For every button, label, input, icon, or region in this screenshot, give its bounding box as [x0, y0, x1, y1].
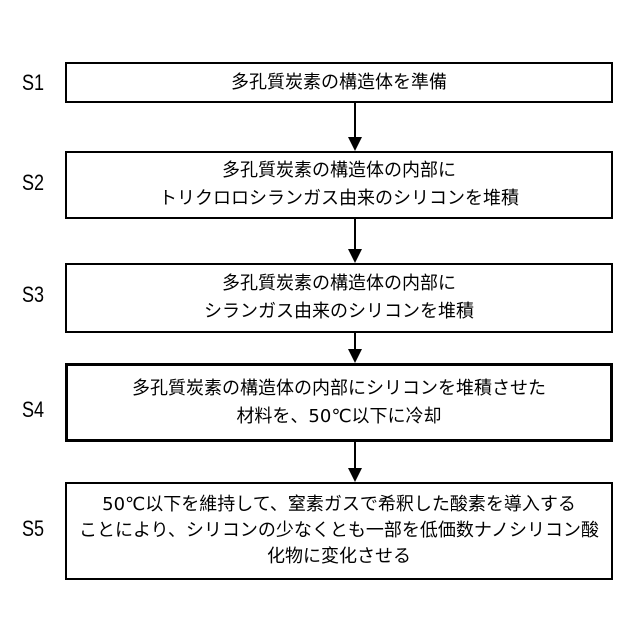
step-s3-line-1: 多孔質炭素の構造体の内部に — [222, 270, 456, 298]
step-label-s4: S4 — [22, 399, 44, 421]
step-s4-line-2: 材料を、50℃以下に冷却 — [236, 403, 441, 431]
step-box-s5: 50℃以下を維持して、窒素ガスで希釈した酸素を導入する ことにより、シリコンの少… — [65, 482, 613, 580]
step-label-s2: S2 — [22, 172, 44, 194]
step-s3-line-2: シランガス由来のシリコンを堆積 — [204, 298, 474, 326]
arrow-down-icon — [345, 333, 365, 363]
step-s5-line-2: ことにより、シリコンの少なくとも一部を低価数ナノシリコン酸 — [79, 518, 599, 544]
step-s5-line-1: 50℃以下を維持して、窒素ガスで希釈した酸素を導入する — [102, 492, 576, 518]
step-label-s1: S1 — [22, 72, 44, 94]
step-s4-line-1: 多孔質炭素の構造体の内部にシリコンを堆積させた — [132, 375, 546, 403]
step-s2-line-1: 多孔質炭素の構造体の内部に — [222, 157, 456, 185]
arrow-down-icon — [345, 103, 365, 151]
step-s1-line-1: 多孔質炭素の構造体を準備 — [231, 69, 447, 97]
step-box-s1: 多孔質炭素の構造体を準備 — [65, 62, 613, 103]
step-s2-line-2: トリクロロシランガス由来のシリコンを堆積 — [159, 185, 519, 213]
step-box-s4: 多孔質炭素の構造体の内部にシリコンを堆積させた 材料を、50℃以下に冷却 — [65, 363, 613, 442]
step-label-s5: S5 — [22, 518, 44, 540]
step-label-s3: S3 — [22, 284, 44, 306]
step-s5-line-3: 化物に変化させる — [267, 544, 411, 570]
arrow-down-icon — [345, 442, 365, 482]
arrow-down-icon — [345, 219, 365, 263]
step-box-s2: 多孔質炭素の構造体の内部に トリクロロシランガス由来のシリコンを堆積 — [65, 151, 613, 219]
step-box-s3: 多孔質炭素の構造体の内部に シランガス由来のシリコンを堆積 — [65, 263, 613, 333]
